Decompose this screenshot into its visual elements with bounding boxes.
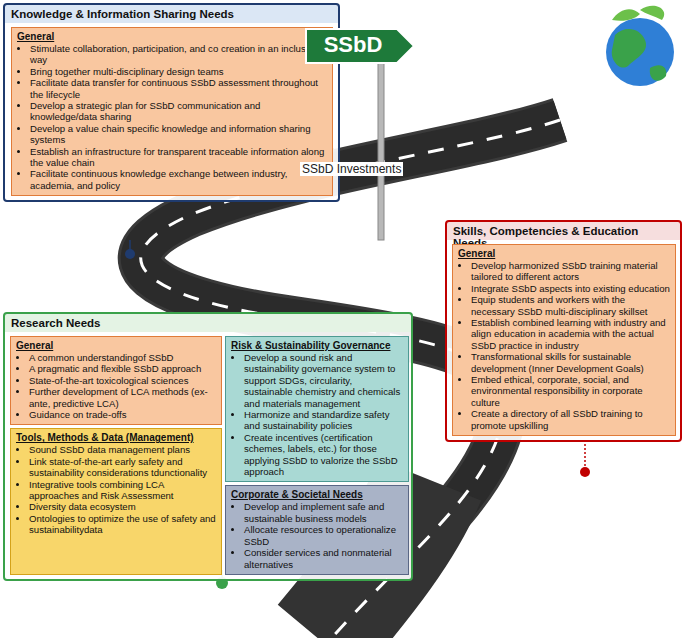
bullet-list: Develop and implement safe and sustainab… [231, 501, 403, 569]
sign-post [378, 60, 384, 240]
needs-box: GeneralStimulate collaboration, particip… [11, 27, 333, 196]
bullet-item: Link state-of-the-art early safety and s… [29, 456, 216, 479]
bullet-item: Establish an infrastructure for transpar… [30, 146, 327, 169]
section-title: Knowledge & Information Sharing Needs [5, 5, 338, 22]
bullet-item: Integrate SSbD aspects into existing edu… [471, 283, 670, 294]
bullet-item: Guidance on trade-offs [29, 409, 216, 420]
bullet-item: A pragmatic and flexible SSbD approach [29, 363, 216, 374]
needs-box: Corporate & Societal NeedsDevelop and im… [225, 485, 409, 574]
needs-box: Risk & Sustainability GovernanceDevelop … [225, 336, 409, 482]
bullet-item: Develop a value chain specific knowledge… [30, 123, 327, 146]
box-heading: General [17, 31, 327, 42]
bullet-item: Establish combined learning with industr… [471, 317, 670, 351]
bullet-item: Allocate resources to operationalize SSb… [244, 524, 403, 547]
section-title: Research Needs [5, 314, 411, 331]
bullet-list: Develop a sound risk and sustainability … [231, 352, 403, 477]
bullet-list: Stimulate collaboration, participation, … [17, 43, 327, 191]
road-sign: SSbD [305, 28, 415, 64]
bullet-item: Bring together multi-disciplinary design… [30, 66, 327, 77]
bullet-list: Develop harmonized SSbD training materia… [458, 260, 670, 431]
bullet-list: A common understandingof SSbDA pragmatic… [16, 352, 216, 420]
sign-text: SSbD [305, 28, 415, 62]
bullet-item: Ontologies to optimize the use of safety… [29, 513, 216, 536]
bullet-item: Diversity data ecosystem [29, 501, 216, 512]
bullet-item: Create incentives (certification schemes… [244, 432, 403, 478]
leader-line [584, 440, 586, 468]
bullet-item: Embed ethical, corporate, social, and en… [471, 374, 670, 408]
road-dot [125, 249, 135, 259]
bullet-item: Consider services and nonmaterial altern… [244, 547, 403, 570]
bullet-item: Stimulate collaboration, participation, … [30, 43, 327, 66]
bullet-item: Develop a strategic plan for SSbD commun… [30, 100, 327, 123]
bullet-item: Facilitate data transfer for continuous … [30, 77, 327, 100]
section-frame: Knowledge & Information Sharing NeedsGen… [3, 3, 340, 202]
bullet-item: Develop a sound risk and sustainability … [244, 352, 403, 409]
bullet-item: Equip students and workers with the nece… [471, 294, 670, 317]
bullet-item: Develop harmonized SSbD training materia… [471, 260, 670, 283]
needs-box: GeneralDevelop harmonized SSbD training … [452, 244, 676, 436]
bullet-item: Facilitate continuous knowledge exchange… [30, 168, 327, 191]
bullet-item: Create a directory of all SSbD training … [471, 408, 670, 431]
needs-box: GeneralA common understandingof SSbDA pr… [10, 336, 222, 425]
bullet-item: Harmonize and standardize safety and sus… [244, 409, 403, 432]
bullet-item: State-of-the-art toxicological sciences [29, 375, 216, 386]
bullet-item: A common understandingof SSbD [29, 352, 216, 363]
box-heading: Corporate & Societal Needs [231, 489, 403, 500]
earth-icon [606, 6, 674, 86]
bullet-item: Develop and implement safe and sustainab… [244, 501, 403, 524]
bullet-list: Sound SSbD data management plansLink sta… [16, 444, 216, 535]
box-heading: General [16, 340, 216, 351]
road-dot [580, 467, 590, 477]
box-heading: Risk & Sustainability Governance [231, 340, 403, 351]
box-heading: General [458, 248, 670, 259]
bullet-item: Further development of LCA methods (ex-a… [29, 386, 216, 409]
bullet-item: Integrative tools combining LCA approach… [29, 479, 216, 502]
section-frame: Skills, Competencies & Education NeedsGe… [445, 220, 682, 442]
bullet-item: Sound SSbD data management plans [29, 444, 216, 455]
needs-box: Tools, Methods & Data (Management)Sound … [10, 428, 222, 574]
box-heading: Tools, Methods & Data (Management) [16, 432, 216, 443]
investment-label: SSbD Investments [300, 162, 403, 176]
section-frame: Research NeedsGeneralA common understand… [3, 312, 413, 581]
bullet-item: Transformational skills for sustainable … [471, 351, 670, 374]
